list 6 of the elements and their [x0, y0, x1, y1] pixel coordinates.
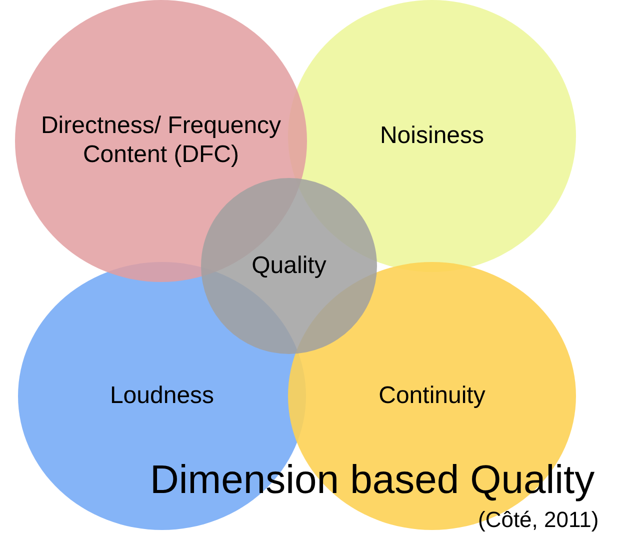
circle-label: Continuity: [378, 382, 486, 410]
circle-label: Loudness: [110, 382, 214, 410]
circle-label: Directness/ Frequency Content (DFC): [40, 112, 282, 170]
circle-label: Quality: [252, 252, 326, 280]
circle-label: Noisiness: [380, 122, 484, 150]
citation: (Côté, 2011): [478, 507, 599, 533]
